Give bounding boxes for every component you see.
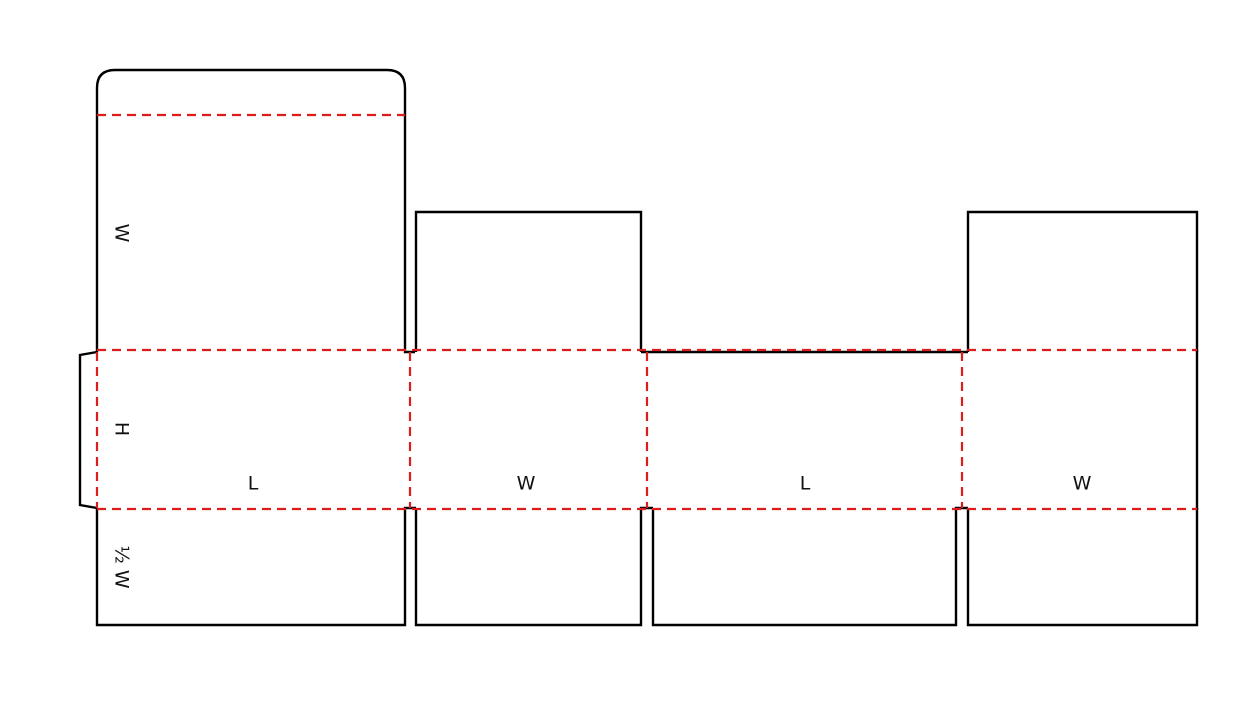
lid-flap-outline [95,68,415,354]
panel-1-length-label: L [248,473,259,495]
panel-2-width-label: W [517,473,536,495]
half-width-label: ½ W [111,545,133,588]
dust-flap-1-outline [414,210,643,352]
bottom-flap-4-outline [966,508,1199,627]
bottom-flap-2-outline [414,506,653,627]
dust-flap-2-outline [966,210,1199,352]
glue-tab-outline [78,350,98,510]
lid-flap-width-label: W [111,224,133,243]
panel-4-width-label: W [1073,473,1092,495]
cut-lines [78,68,1199,627]
height-label: H [111,422,133,436]
fold-lines [95,113,1197,511]
dimension-labels: W H ½ W L W L W [111,224,1092,589]
bottom-flap-1-outline [95,506,416,627]
panel-3-length-label: L [800,473,811,495]
bottom-flap-3-outline [651,506,968,627]
